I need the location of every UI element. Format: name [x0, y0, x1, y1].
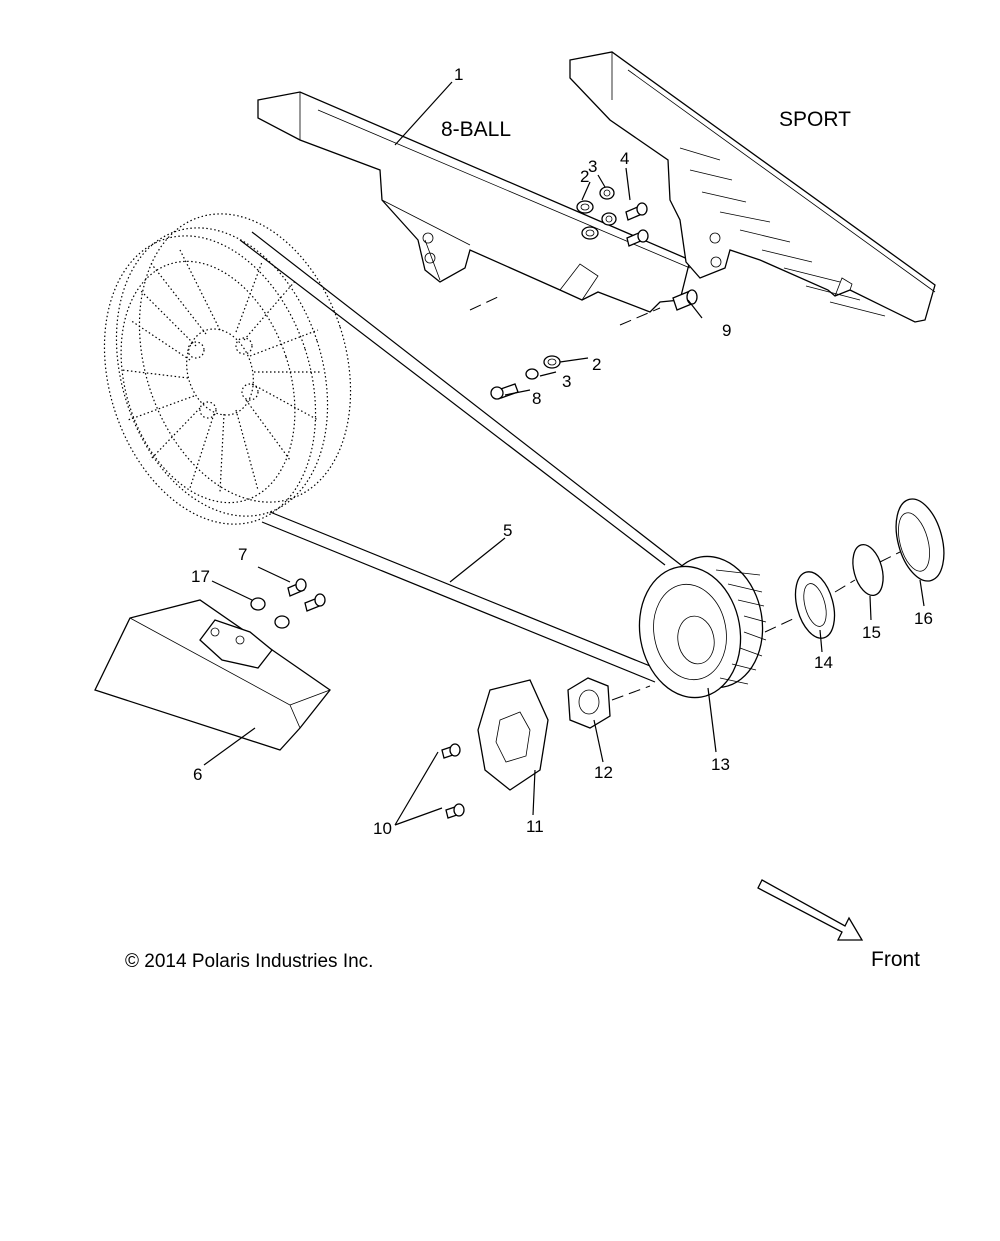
sprocket-hardware	[441, 677, 651, 819]
variant-label-8-ball: 8-BALL	[441, 118, 511, 141]
callout-8: 8	[532, 389, 541, 408]
lower-belt-guard	[94, 578, 331, 751]
callout-16: 16	[914, 609, 933, 628]
rear-wheel-pulley	[103, 213, 352, 525]
sprocket-seals	[764, 498, 945, 639]
belt-guard-sport	[569, 51, 936, 323]
callout-12: 12	[594, 763, 613, 782]
copyright-notice: © 2014 Polaris Industries Inc.	[125, 951, 373, 972]
front-label: Front	[871, 948, 920, 971]
callout-3: 3	[588, 157, 597, 176]
callout-7: 7	[238, 545, 247, 564]
callout-17: 17	[191, 567, 210, 586]
callout-9: 9	[722, 321, 731, 340]
callout-3-lower: 3	[562, 372, 571, 391]
callout-13: 13	[711, 755, 730, 774]
leader-lines	[203, 81, 925, 826]
callout-2-lower: 2	[592, 355, 601, 374]
front-sprocket	[638, 555, 767, 699]
guard-hardware	[469, 186, 698, 400]
callout-5: 5	[503, 521, 512, 540]
callout-11: 11	[526, 817, 544, 836]
variant-label-sport: SPORT	[779, 108, 851, 131]
belt-guard-8-ball	[257, 91, 691, 313]
callout-6: 6	[193, 765, 202, 784]
callout-14: 14	[814, 653, 833, 672]
callout-4: 4	[620, 149, 629, 168]
callout-10: 10	[373, 819, 392, 838]
callout-labels: 1 2 3 4 9 2 3 8 5 7 17 6 10 11 12 13 14 …	[191, 65, 933, 838]
callout-15: 15	[862, 623, 881, 642]
drive-belt	[239, 231, 691, 683]
callout-2: 2	[580, 167, 589, 186]
callout-1: 1	[454, 65, 463, 84]
front-direction-arrow	[757, 879, 864, 941]
